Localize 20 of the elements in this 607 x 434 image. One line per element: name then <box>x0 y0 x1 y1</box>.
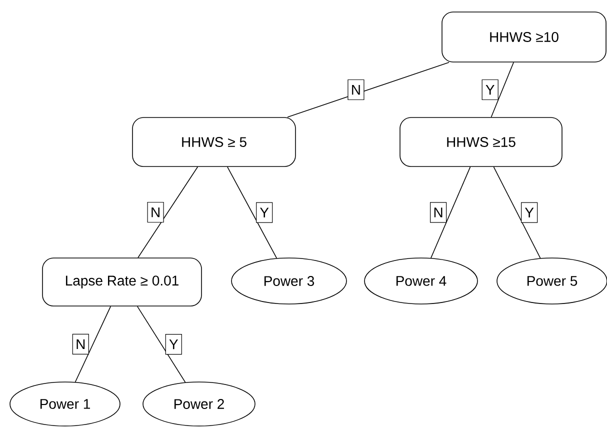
branch-line <box>287 62 450 118</box>
edge-label: N <box>72 334 89 354</box>
branch-line <box>493 166 541 259</box>
branch-line <box>138 166 198 258</box>
edge-label: N <box>147 202 164 223</box>
edge-label: Y <box>482 79 498 100</box>
branch-line <box>227 166 278 259</box>
branch-line <box>74 306 111 382</box>
decision-box: HHWS ≥10 <box>442 12 606 62</box>
edge-label: Y <box>256 202 273 223</box>
branch-line <box>490 62 514 118</box>
branch-line <box>136 306 186 383</box>
decision-box: HHWS ≥15 <box>400 117 562 167</box>
edge-label: N <box>348 79 364 100</box>
edge-label: Y <box>165 334 182 355</box>
edge-label: Y <box>521 202 538 223</box>
branch-line <box>430 166 471 258</box>
decision-box: HHWS ≥ 5 <box>132 117 296 167</box>
edge-label: N <box>430 202 447 223</box>
decision-box: Lapse Rate ≥ 0.01 <box>42 258 202 306</box>
